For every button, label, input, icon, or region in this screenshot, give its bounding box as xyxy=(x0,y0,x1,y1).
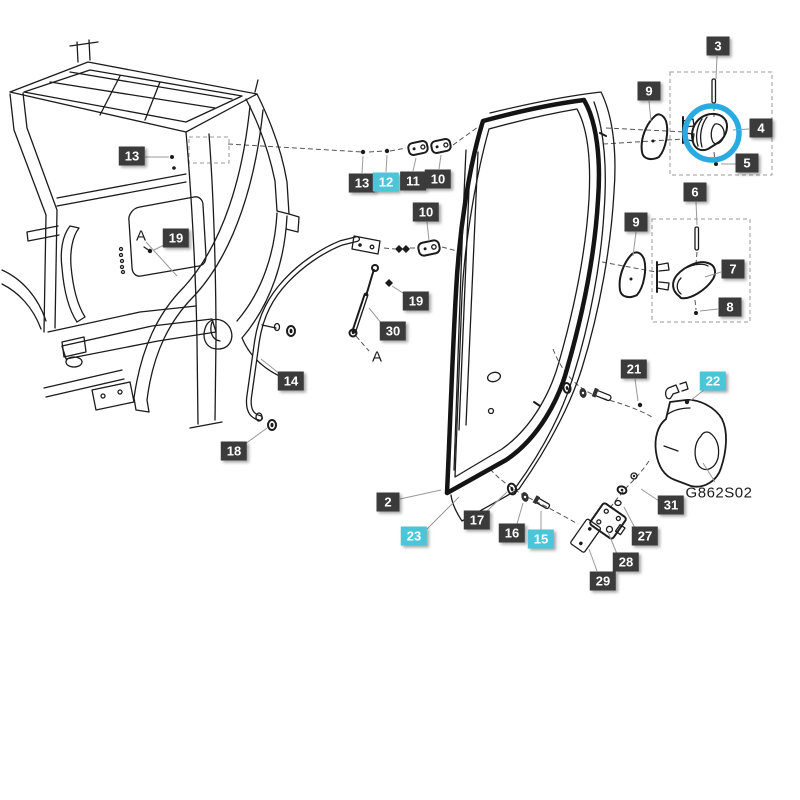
highlight-circle xyxy=(682,103,742,163)
exterior-handle-assembly-drawing xyxy=(640,71,773,176)
door-panel-drawing xyxy=(444,91,616,522)
reference-letter-a: A xyxy=(135,227,147,245)
fastener-drawings xyxy=(506,382,612,510)
part-label-4[interactable]: 4 xyxy=(749,118,773,138)
part-label-10[interactable]: 10 xyxy=(412,202,440,222)
part-label-11[interactable]: 11 xyxy=(400,171,426,191)
latch-assembly-drawing xyxy=(637,381,727,488)
gas-strut-drawing xyxy=(348,264,393,338)
part-label-28[interactable]: 28 xyxy=(612,552,640,572)
part-label-19[interactable]: 19 xyxy=(162,228,190,248)
striker-plate-drawing xyxy=(570,472,638,553)
part-label-9[interactable]: 9 xyxy=(624,212,648,232)
part-label-12[interactable]: 12 xyxy=(372,172,400,192)
part-label-15[interactable]: 15 xyxy=(527,529,555,549)
part-label-19[interactable]: 19 xyxy=(402,291,430,311)
part-label-10[interactable]: 10 xyxy=(424,169,452,189)
part-label-2[interactable]: 2 xyxy=(376,492,400,512)
interior-handle-assembly-drawing xyxy=(618,218,751,323)
part-label-17[interactable]: 17 xyxy=(463,510,491,530)
part-label-23[interactable]: 23 xyxy=(400,526,428,546)
mounting-bar-drawing xyxy=(245,235,381,431)
part-label-8[interactable]: 8 xyxy=(718,297,742,317)
part-label-7[interactable]: 7 xyxy=(721,259,745,279)
part-label-14[interactable]: 14 xyxy=(277,371,305,391)
part-label-21[interactable]: 21 xyxy=(620,359,648,379)
part-label-29[interactable]: 29 xyxy=(589,571,617,591)
part-label-16[interactable]: 16 xyxy=(498,523,526,543)
part-label-30[interactable]: 30 xyxy=(379,321,407,341)
part-label-18[interactable]: 18 xyxy=(220,441,248,461)
part-label-31[interactable]: 31 xyxy=(657,495,685,515)
leader-lines xyxy=(145,55,750,572)
reference-letter-a: A xyxy=(371,348,383,366)
figure-code: G862S02 xyxy=(685,484,753,502)
part-label-5[interactable]: 5 xyxy=(735,153,759,173)
part-label-27[interactable]: 27 xyxy=(631,526,659,546)
part-label-13[interactable]: 13 xyxy=(348,173,376,193)
part-label-13[interactable]: 13 xyxy=(118,146,146,166)
cab-frame-drawing xyxy=(1,39,302,429)
part-label-9[interactable]: 9 xyxy=(637,81,661,101)
part-label-6[interactable]: 6 xyxy=(683,182,707,202)
part-label-22[interactable]: 22 xyxy=(699,371,727,391)
hinge-plates-drawing xyxy=(360,137,452,257)
part-label-3[interactable]: 3 xyxy=(706,36,730,56)
